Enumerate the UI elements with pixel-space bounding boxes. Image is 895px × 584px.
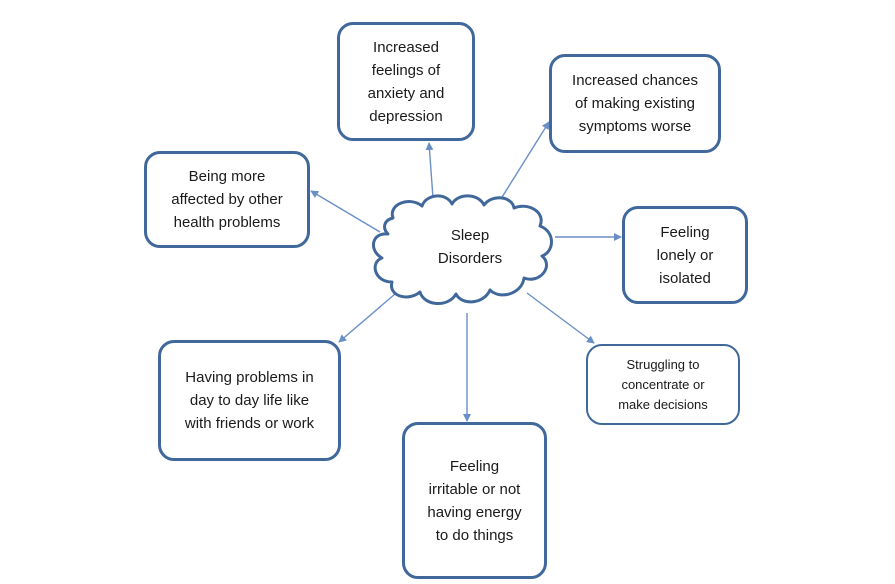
node-line: Feeling (449, 457, 500, 475)
node-line: concentrate or (621, 376, 705, 392)
node-line: lonely or (656, 246, 714, 264)
node-line: anxiety and (367, 84, 445, 102)
node-concentrate: Struggling to concentrate or make decisi… (586, 344, 740, 425)
arrow-to-concentrate (526, 292, 595, 344)
node-line: symptoms worse (578, 118, 692, 135)
node-irritable: Feeling irritable or not having energy t… (402, 422, 547, 579)
center-line: Sleep (450, 227, 490, 244)
node-line: Having problems in (185, 369, 314, 386)
node-line: day to day life like (189, 392, 310, 409)
node-line: make decisions (618, 396, 708, 412)
node-line: Feeling (660, 223, 710, 241)
cloud-shape (372, 194, 553, 305)
node-line: having energy (427, 503, 522, 521)
node-line: Increased chances (572, 72, 698, 89)
node-line: isolated (659, 269, 711, 287)
arrow-to-health (310, 190, 381, 233)
connector-arrows (310, 121, 622, 422)
node-line: depression (369, 107, 443, 125)
center-line: Disorders (437, 250, 503, 267)
node-anxiety: Increased feelings of anxiety and depres… (337, 22, 475, 141)
node-line: Being more (188, 168, 266, 185)
node-line: health problems (173, 214, 281, 231)
node-line: affected by other (171, 191, 283, 208)
node-daily-life: Having problems in day to day life like … (158, 340, 341, 461)
node-line: of making existing (574, 95, 696, 112)
node-line: irritable or not (428, 480, 521, 498)
node-line: with friends or work (184, 415, 315, 432)
center-topic: Sleep Disorders (410, 224, 530, 270)
arrow-to-symptoms (498, 121, 550, 203)
node-line: Struggling to (626, 356, 700, 372)
arrow-to-daily-life (338, 293, 396, 343)
node-symptoms: Increased chances of making existing sym… (549, 54, 721, 153)
node-line: feelings of (371, 61, 441, 79)
node-health: Being more affected by other health prob… (144, 151, 310, 248)
node-lonely: Feeling lonely or isolated (622, 206, 748, 304)
node-line: to do things (435, 526, 514, 544)
node-line: Increased (373, 38, 439, 56)
